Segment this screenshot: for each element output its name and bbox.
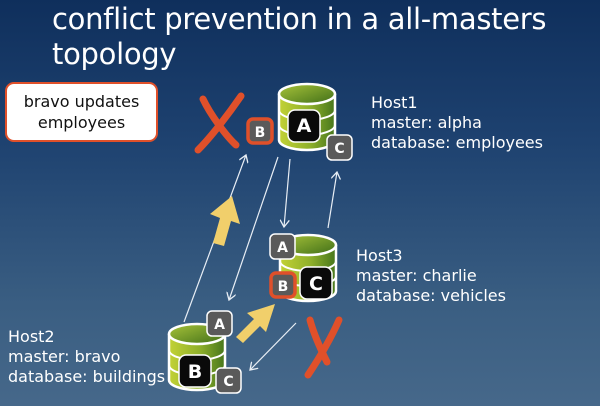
- host1-name: Host1: [371, 93, 418, 112]
- host1-badge-a: A: [287, 109, 321, 143]
- svg-text:A: A: [297, 115, 312, 137]
- host2-name: Host2: [8, 327, 55, 346]
- svg-text:B: B: [255, 125, 266, 141]
- host2-badge-b: B: [178, 354, 212, 388]
- host3-badge-c: C: [299, 266, 333, 300]
- host2-badge-a: A: [206, 310, 233, 337]
- callout-box: bravo updates employees: [5, 82, 158, 142]
- host3-badge-b-conflict: B: [269, 271, 297, 299]
- host2-master: master: bravo: [8, 347, 121, 366]
- replication-arrow-host1-to-host2-a: [229, 156, 279, 300]
- svg-text:B: B: [278, 279, 289, 295]
- host1-database: database: employees: [371, 133, 543, 152]
- svg-text:B: B: [188, 361, 202, 383]
- svg-text:A: A: [277, 240, 288, 256]
- host3-badge-a: A: [269, 233, 296, 260]
- svg-text:C: C: [334, 141, 344, 157]
- callout-line-2: employees: [37, 113, 126, 132]
- title-line-2: topology: [52, 37, 177, 71]
- blocked-x-icon-host3: [304, 316, 343, 379]
- host3-database: database: vehicles: [356, 286, 506, 305]
- svg-text:C: C: [223, 374, 233, 390]
- callout-line-1: bravo updates: [23, 92, 140, 111]
- host1-badge-b-conflict: B: [246, 117, 274, 145]
- host1-badge-c: C: [326, 134, 353, 161]
- host2-label: Host2 master: bravo database: buildings: [8, 327, 165, 387]
- host1-label: Host1 master: alpha database: employees: [371, 93, 543, 153]
- svg-text:A: A: [214, 317, 225, 333]
- host1-master: master: alpha: [371, 113, 482, 132]
- replication-arrow-host3-to-host2-c: [250, 322, 297, 370]
- host3-name: Host3: [356, 246, 403, 265]
- host2-badge-c: C: [215, 367, 242, 394]
- host3-label: Host3 master: charlie database: vehicles: [356, 246, 506, 306]
- title-line-1: conflict prevention in a all-masters: [52, 2, 547, 36]
- update-flow-arrow-upper: [210, 196, 240, 246]
- host3-master: master: charlie: [356, 266, 477, 285]
- slide-title: conflict prevention in a all-masters top…: [52, 2, 546, 72]
- update-flow-arrow-lower: [236, 304, 275, 343]
- host2-database: database: buildings: [8, 367, 166, 386]
- svg-text:C: C: [309, 273, 323, 295]
- replication-arrow-host1-to-host3-a: [284, 158, 291, 227]
- blocked-x-icon-host1: [194, 92, 245, 154]
- replication-arrow-host3-to-host1-c: [327, 172, 337, 229]
